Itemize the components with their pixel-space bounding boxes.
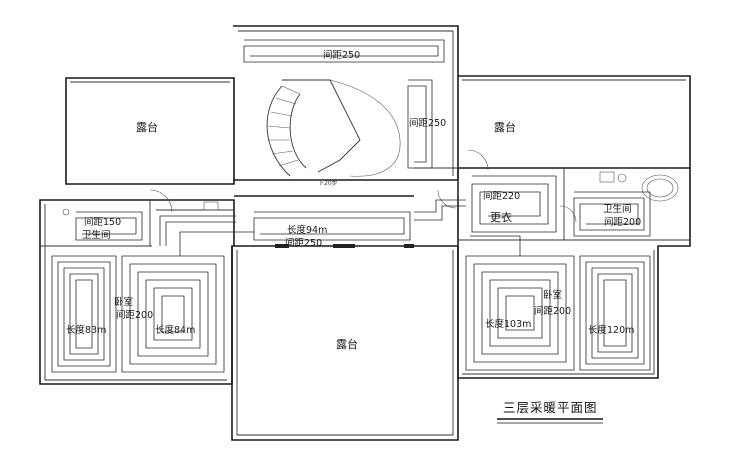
spec-labels: 间距250 间距250 间距150 间距200 长度83m 长度84m 长度94… (66, 49, 641, 336)
bath-right-spacing: 间距200 (604, 216, 641, 228)
bedroom-right-label: 卧室 (543, 289, 562, 301)
corridor-spacing: 间距250 (285, 237, 322, 249)
bathroom-fixtures (62, 171, 679, 216)
room-labels: 露台 露台 露台 卫生间 卫生间 更衣 卧室 卧室 (82, 120, 632, 351)
bed-right-length-b: 长度120m (588, 324, 634, 336)
bathroom-right-label: 卫生间 (603, 203, 632, 215)
terrace-bottom-label: 露台 (336, 337, 358, 351)
terrace-left-label: 露台 (136, 120, 158, 134)
top-corridor-spacing: 间距250 (323, 49, 360, 61)
plan-title-block: 三层采暖平面图 (497, 400, 603, 424)
terrace-right-label: 露台 (494, 120, 516, 134)
bed-left-length-b: 长度84m (155, 324, 195, 336)
stair-note: 下20步 (318, 179, 338, 187)
building-walls (39, 25, 691, 441)
bedroom-left-label: 卧室 (114, 296, 133, 308)
corridor-length: 长度94m (287, 224, 327, 236)
cloak-spacing: 间距220 (483, 190, 520, 202)
bed-right-length-a: 长度103m (485, 318, 531, 330)
bath-left-spacing: 间距150 (84, 216, 121, 228)
bed-left-length-a: 长度83m (66, 324, 106, 336)
plan-title: 三层采暖平面图 (503, 400, 598, 415)
bed-right-spacing: 间距200 (534, 305, 571, 317)
heating-pipes (51, 39, 651, 373)
bathroom-left-label: 卫生间 (82, 229, 111, 241)
stair-side-spacing: 间距250 (409, 117, 446, 129)
bed-left-spacing: 间距200 (116, 309, 153, 321)
cloakroom-label: 更衣 (490, 210, 512, 224)
spiral-staircase: 下20步 (266, 79, 401, 187)
